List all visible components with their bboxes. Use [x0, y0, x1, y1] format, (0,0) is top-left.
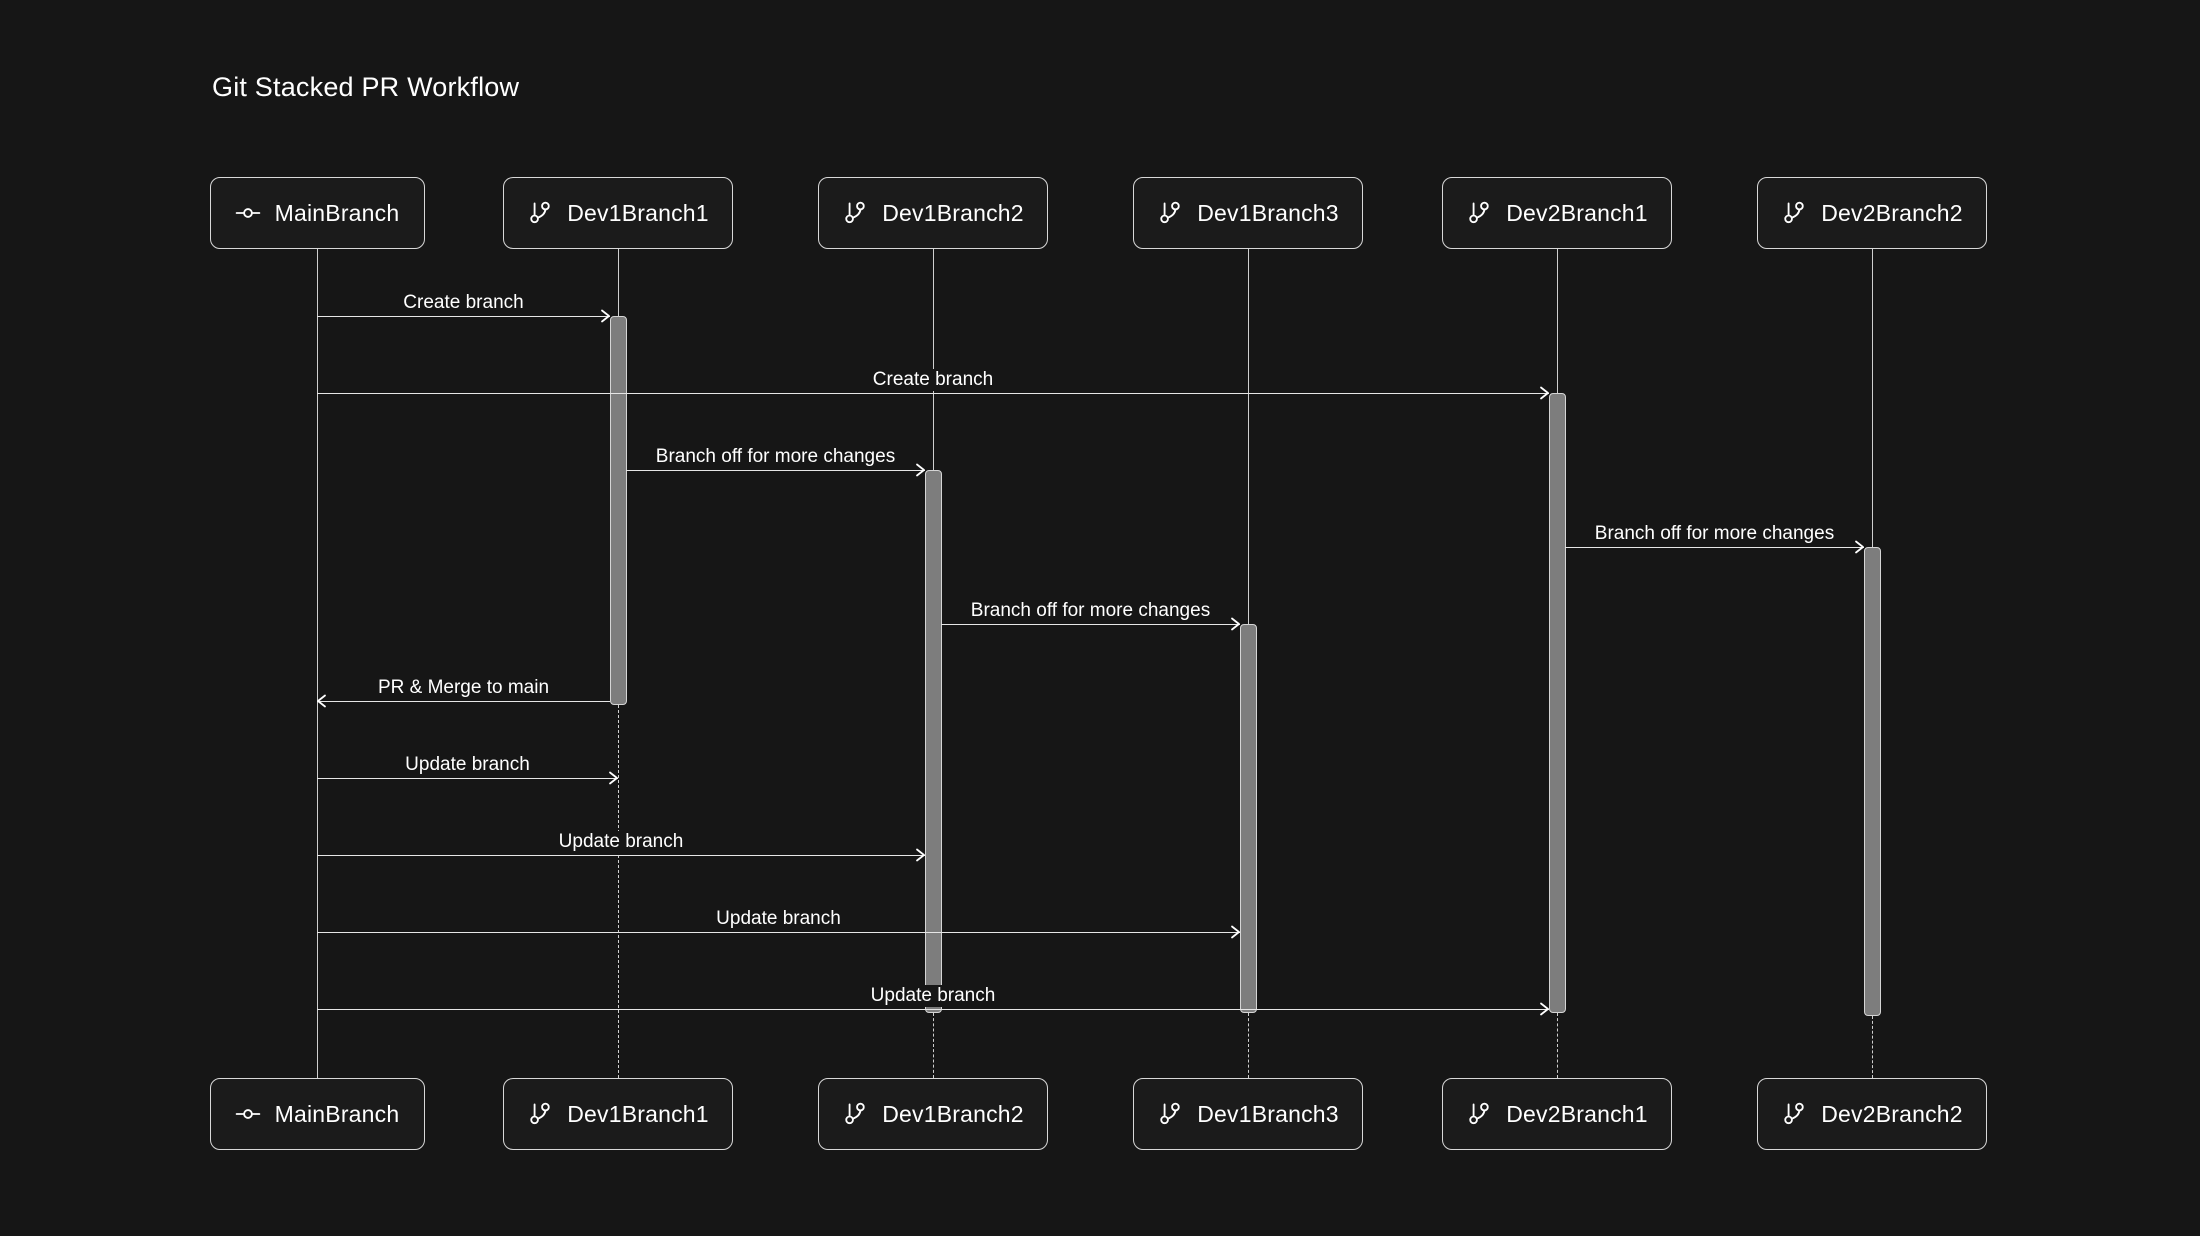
- arrowhead-right-icon: [910, 847, 926, 863]
- activation-bar-d1b2: [925, 470, 942, 1013]
- lifeline-d2b2: [1872, 249, 1873, 547]
- message-line: [317, 393, 1549, 394]
- participant-box-d1b1-bottom[interactable]: Dev1Branch1: [503, 1078, 733, 1150]
- activation-bar-d1b3: [1240, 624, 1257, 1013]
- participant-label: MainBranch: [274, 199, 400, 226]
- message-m5: Branch off for more changes: [941, 600, 1240, 631]
- message-m10: Update branch: [317, 985, 1549, 1016]
- lifeline-d2b1: [1557, 1013, 1558, 1078]
- message-label: Create branch: [863, 369, 1003, 391]
- git-branch-icon: [1466, 200, 1492, 226]
- message-line: [317, 1009, 1549, 1010]
- lifeline-d1b3: [1248, 249, 1249, 624]
- message-m7: Update branch: [317, 754, 618, 785]
- message-m3: Branch off for more changes: [626, 446, 925, 477]
- lifeline-d1b1: [618, 249, 619, 316]
- participant-label: Dev2Branch2: [1821, 199, 1963, 226]
- participant-box-d2b1-bottom[interactable]: Dev2Branch1: [1442, 1078, 1672, 1150]
- message-label: Branch off for more changes: [1585, 523, 1844, 545]
- arrowhead-right-icon: [1534, 1001, 1550, 1017]
- message-line: [941, 624, 1240, 625]
- message-label: Branch off for more changes: [961, 600, 1220, 622]
- message-line: [317, 778, 618, 779]
- message-line: [1565, 547, 1864, 548]
- message-line: [317, 932, 1240, 933]
- activation-bar-d2b1: [1549, 393, 1566, 1013]
- activation-bar-d2b2: [1864, 547, 1881, 1016]
- message-m4: Branch off for more changes: [1565, 523, 1864, 554]
- participant-label: Dev2Branch1: [1506, 199, 1648, 226]
- arrowhead-right-icon: [595, 308, 611, 324]
- git-branch-icon: [527, 1101, 553, 1127]
- message-line: [317, 316, 610, 317]
- git-branch-icon: [842, 1101, 868, 1127]
- participant-label: MainBranch: [274, 1100, 400, 1127]
- participant-label: Dev1Branch1: [567, 1100, 709, 1127]
- participant-box-d1b1-top[interactable]: Dev1Branch1: [503, 177, 733, 249]
- participant-box-main-top[interactable]: MainBranch: [209, 177, 425, 249]
- participant-label: Dev1Branch2: [882, 199, 1024, 226]
- git-branch-icon: [1781, 200, 1807, 226]
- arrowhead-left-icon: [316, 693, 332, 709]
- arrowhead-right-icon: [1534, 385, 1550, 401]
- participant-box-d2b2-top[interactable]: Dev2Branch2: [1757, 177, 1987, 249]
- participant-box-main-bottom[interactable]: MainBranch: [209, 1078, 425, 1150]
- arrowhead-right-icon: [1849, 539, 1865, 555]
- git-commit-icon: [235, 200, 261, 226]
- lifeline-d1b1: [618, 705, 619, 1078]
- lifeline-d1b2: [933, 249, 934, 470]
- message-label: PR & Merge to main: [368, 677, 559, 699]
- arrowhead-right-icon: [1225, 616, 1241, 632]
- git-branch-icon: [1781, 1101, 1807, 1127]
- message-label: Update branch: [549, 831, 693, 853]
- participant-box-d1b3-bottom[interactable]: Dev1Branch3: [1133, 1078, 1363, 1150]
- lifeline-d2b2: [1872, 1016, 1873, 1078]
- participant-box-d1b3-top[interactable]: Dev1Branch3: [1133, 177, 1363, 249]
- message-line: [317, 855, 925, 856]
- lifeline-d1b2: [933, 1013, 934, 1078]
- git-branch-icon: [1157, 200, 1183, 226]
- diagram-title: Git Stacked PR Workflow: [212, 72, 520, 102]
- message-label: Branch off for more changes: [646, 446, 905, 468]
- message-m9: Update branch: [317, 908, 1240, 939]
- participant-label: Dev2Branch1: [1506, 1100, 1648, 1127]
- message-label: Update branch: [707, 908, 850, 930]
- participant-label: Dev1Branch2: [882, 1100, 1024, 1127]
- message-line: [626, 470, 925, 471]
- message-m2: Create branch: [317, 369, 1549, 400]
- arrowhead-right-icon: [603, 770, 619, 786]
- message-label: Update branch: [396, 754, 539, 776]
- message-m1: Create branch: [317, 292, 610, 323]
- message-m6: PR & Merge to main: [317, 677, 610, 708]
- git-branch-icon: [527, 200, 553, 226]
- lifeline-d2b1: [1557, 249, 1558, 393]
- participant-box-d1b2-bottom[interactable]: Dev1Branch2: [818, 1078, 1048, 1150]
- git-branch-icon: [1157, 1101, 1183, 1127]
- participant-label: Dev1Branch1: [567, 199, 709, 226]
- arrowhead-right-icon: [1225, 924, 1241, 940]
- lifeline-d1b3: [1248, 1013, 1249, 1078]
- message-line: [317, 701, 610, 702]
- activation-bar-d1b1: [610, 316, 627, 705]
- message-label: Update branch: [861, 985, 1005, 1007]
- git-commit-icon: [235, 1101, 261, 1127]
- message-m8: Update branch: [317, 831, 925, 862]
- participant-label: Dev2Branch2: [1821, 1100, 1963, 1127]
- arrowhead-right-icon: [910, 462, 926, 478]
- lifeline-main: [317, 249, 318, 1078]
- participant-box-d1b2-top[interactable]: Dev1Branch2: [818, 177, 1048, 249]
- message-label: Create branch: [394, 292, 533, 314]
- git-branch-icon: [842, 200, 868, 226]
- participant-label: Dev1Branch3: [1197, 199, 1339, 226]
- participant-box-d2b1-top[interactable]: Dev2Branch1: [1442, 177, 1672, 249]
- git-branch-icon: [1466, 1101, 1492, 1127]
- participant-box-d2b2-bottom[interactable]: Dev2Branch2: [1757, 1078, 1987, 1150]
- participant-label: Dev1Branch3: [1197, 1100, 1339, 1127]
